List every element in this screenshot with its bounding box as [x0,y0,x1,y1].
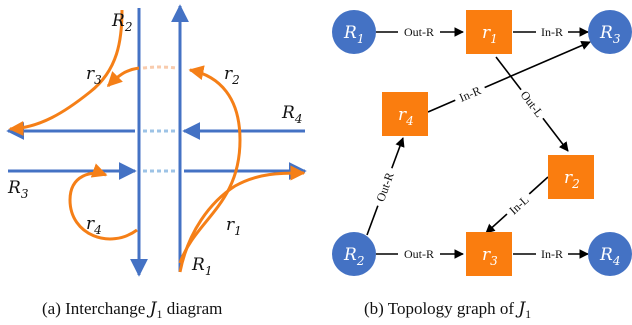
ramp-label-r4: r4 [86,214,102,237]
svg-text:R1: R1 [343,23,364,46]
svg-text:Out-R: Out-R [404,247,434,261]
ramp-r3-path [8,9,124,137]
road-label-r4: R4 [281,103,302,126]
ramp-label-r1: r1 [226,215,242,238]
svg-text:r1: r1 [482,23,498,46]
node-ramp-r3: r3 [466,232,512,276]
ramp-r2-path [178,65,242,264]
edge-label-8: In-R [536,246,568,262]
caption-left: (a) Interchange J1 diagram [42,299,222,321]
topology-graph: Out-R In-R In-R Out-L Out-R In-L Out-R [332,10,632,321]
edge-label-5: Out-R [370,165,400,209]
svg-text:In-R: In-R [541,247,563,261]
node-road-R4: R4 [588,232,632,276]
edge-label-2: In-R [536,24,568,40]
svg-text:R2: R2 [343,245,364,268]
road-label-r3: R3 [7,178,29,201]
node-road-R2: R2 [332,232,376,276]
edge-label-7: Out-R [398,246,440,262]
edge-label-3: In-R [452,80,488,108]
edge-label-4: Out-L [514,84,550,124]
ramp-label-r2: r2 [224,64,240,87]
svg-text:R3: R3 [599,23,621,46]
ramp-r3-join [106,66,140,88]
caption-right: (b) Topology graph of J1 [364,299,531,321]
node-ramp-r4: r4 [382,92,428,136]
interchange-diagram: R2 R4 R3 R1 r3 r2 r4 r1 (a) Interchange … [6,4,307,321]
svg-text:r4: r4 [398,105,414,128]
svg-text:r2: r2 [564,168,580,191]
svg-text:In-R: In-R [541,25,563,39]
node-ramp-r1: r1 [466,10,512,54]
node-ramp-r2: r2 [548,155,594,199]
svg-text:Out-R: Out-R [404,25,434,39]
road-label-r2: R2 [111,11,132,34]
ramp-r1-path [178,165,306,273]
ramp-r3-overpass [142,65,177,70]
road-label-r1: R1 [191,255,212,278]
svg-text:r3: r3 [482,245,498,268]
node-road-R1: R1 [332,10,376,54]
ramp-label-r3: r3 [86,64,102,87]
svg-text:R4: R4 [599,245,620,268]
edge-label-1: Out-R [398,24,440,40]
ramp-r4-path [68,163,138,241]
edge-ramp4-to-r3 [427,41,591,113]
node-road-R3: R3 [588,10,632,54]
